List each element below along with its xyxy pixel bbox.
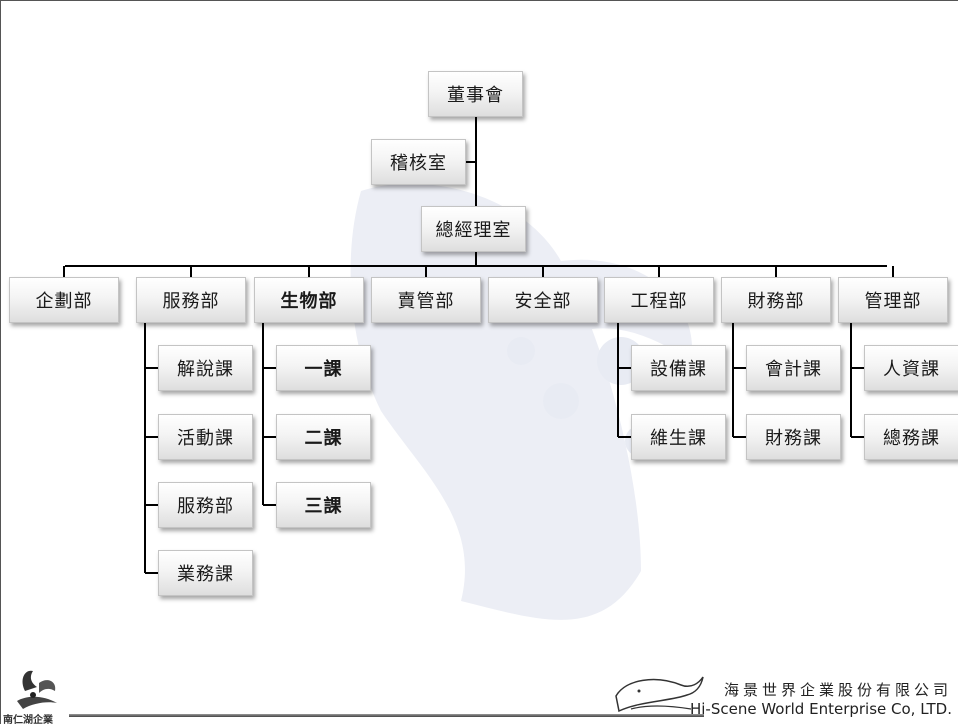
section-box: 解說課 [158,345,253,391]
department-box: 安全部 [488,277,598,323]
nanrenhu-logo-text: 南仁湖企業 [3,715,53,724]
department-box: 財務部 [721,277,831,323]
nanrenhu-logo-icon [17,670,57,709]
section-box: 二課 [276,414,371,460]
section-box: 總務課 [864,414,958,460]
section-box: 業務課 [158,550,253,596]
department-box: 企劃部 [9,277,119,323]
audit-office-box: 稽核室 [371,139,466,185]
section-box: 會計課 [746,345,841,391]
section-box: 一課 [276,345,371,391]
section-box: 設備課 [631,345,726,391]
department-box: 服務部 [136,277,246,323]
department-box: 生物部 [254,277,364,323]
footer-divider [69,714,704,717]
section-box: 三課 [276,482,371,528]
department-box: 工程部 [604,277,714,323]
company-name-english: Hi-Scene World Enterprise Co, LTD. [689,700,952,718]
company-name-chinese: 海景世界企業股份有限公司 [723,681,952,699]
general-manager-office-box: 總經理室 [421,206,526,252]
section-box: 財務課 [746,414,841,460]
beluga-logo-icon [615,676,704,713]
section-box: 維生課 [631,414,726,460]
section-box: 人資課 [864,345,958,391]
section-box: 活動課 [158,414,253,460]
department-box: 賣管部 [371,277,481,323]
board-box: 董事會 [428,71,523,117]
section-box: 服務部 [158,482,253,528]
department-box: 管理部 [838,277,948,323]
